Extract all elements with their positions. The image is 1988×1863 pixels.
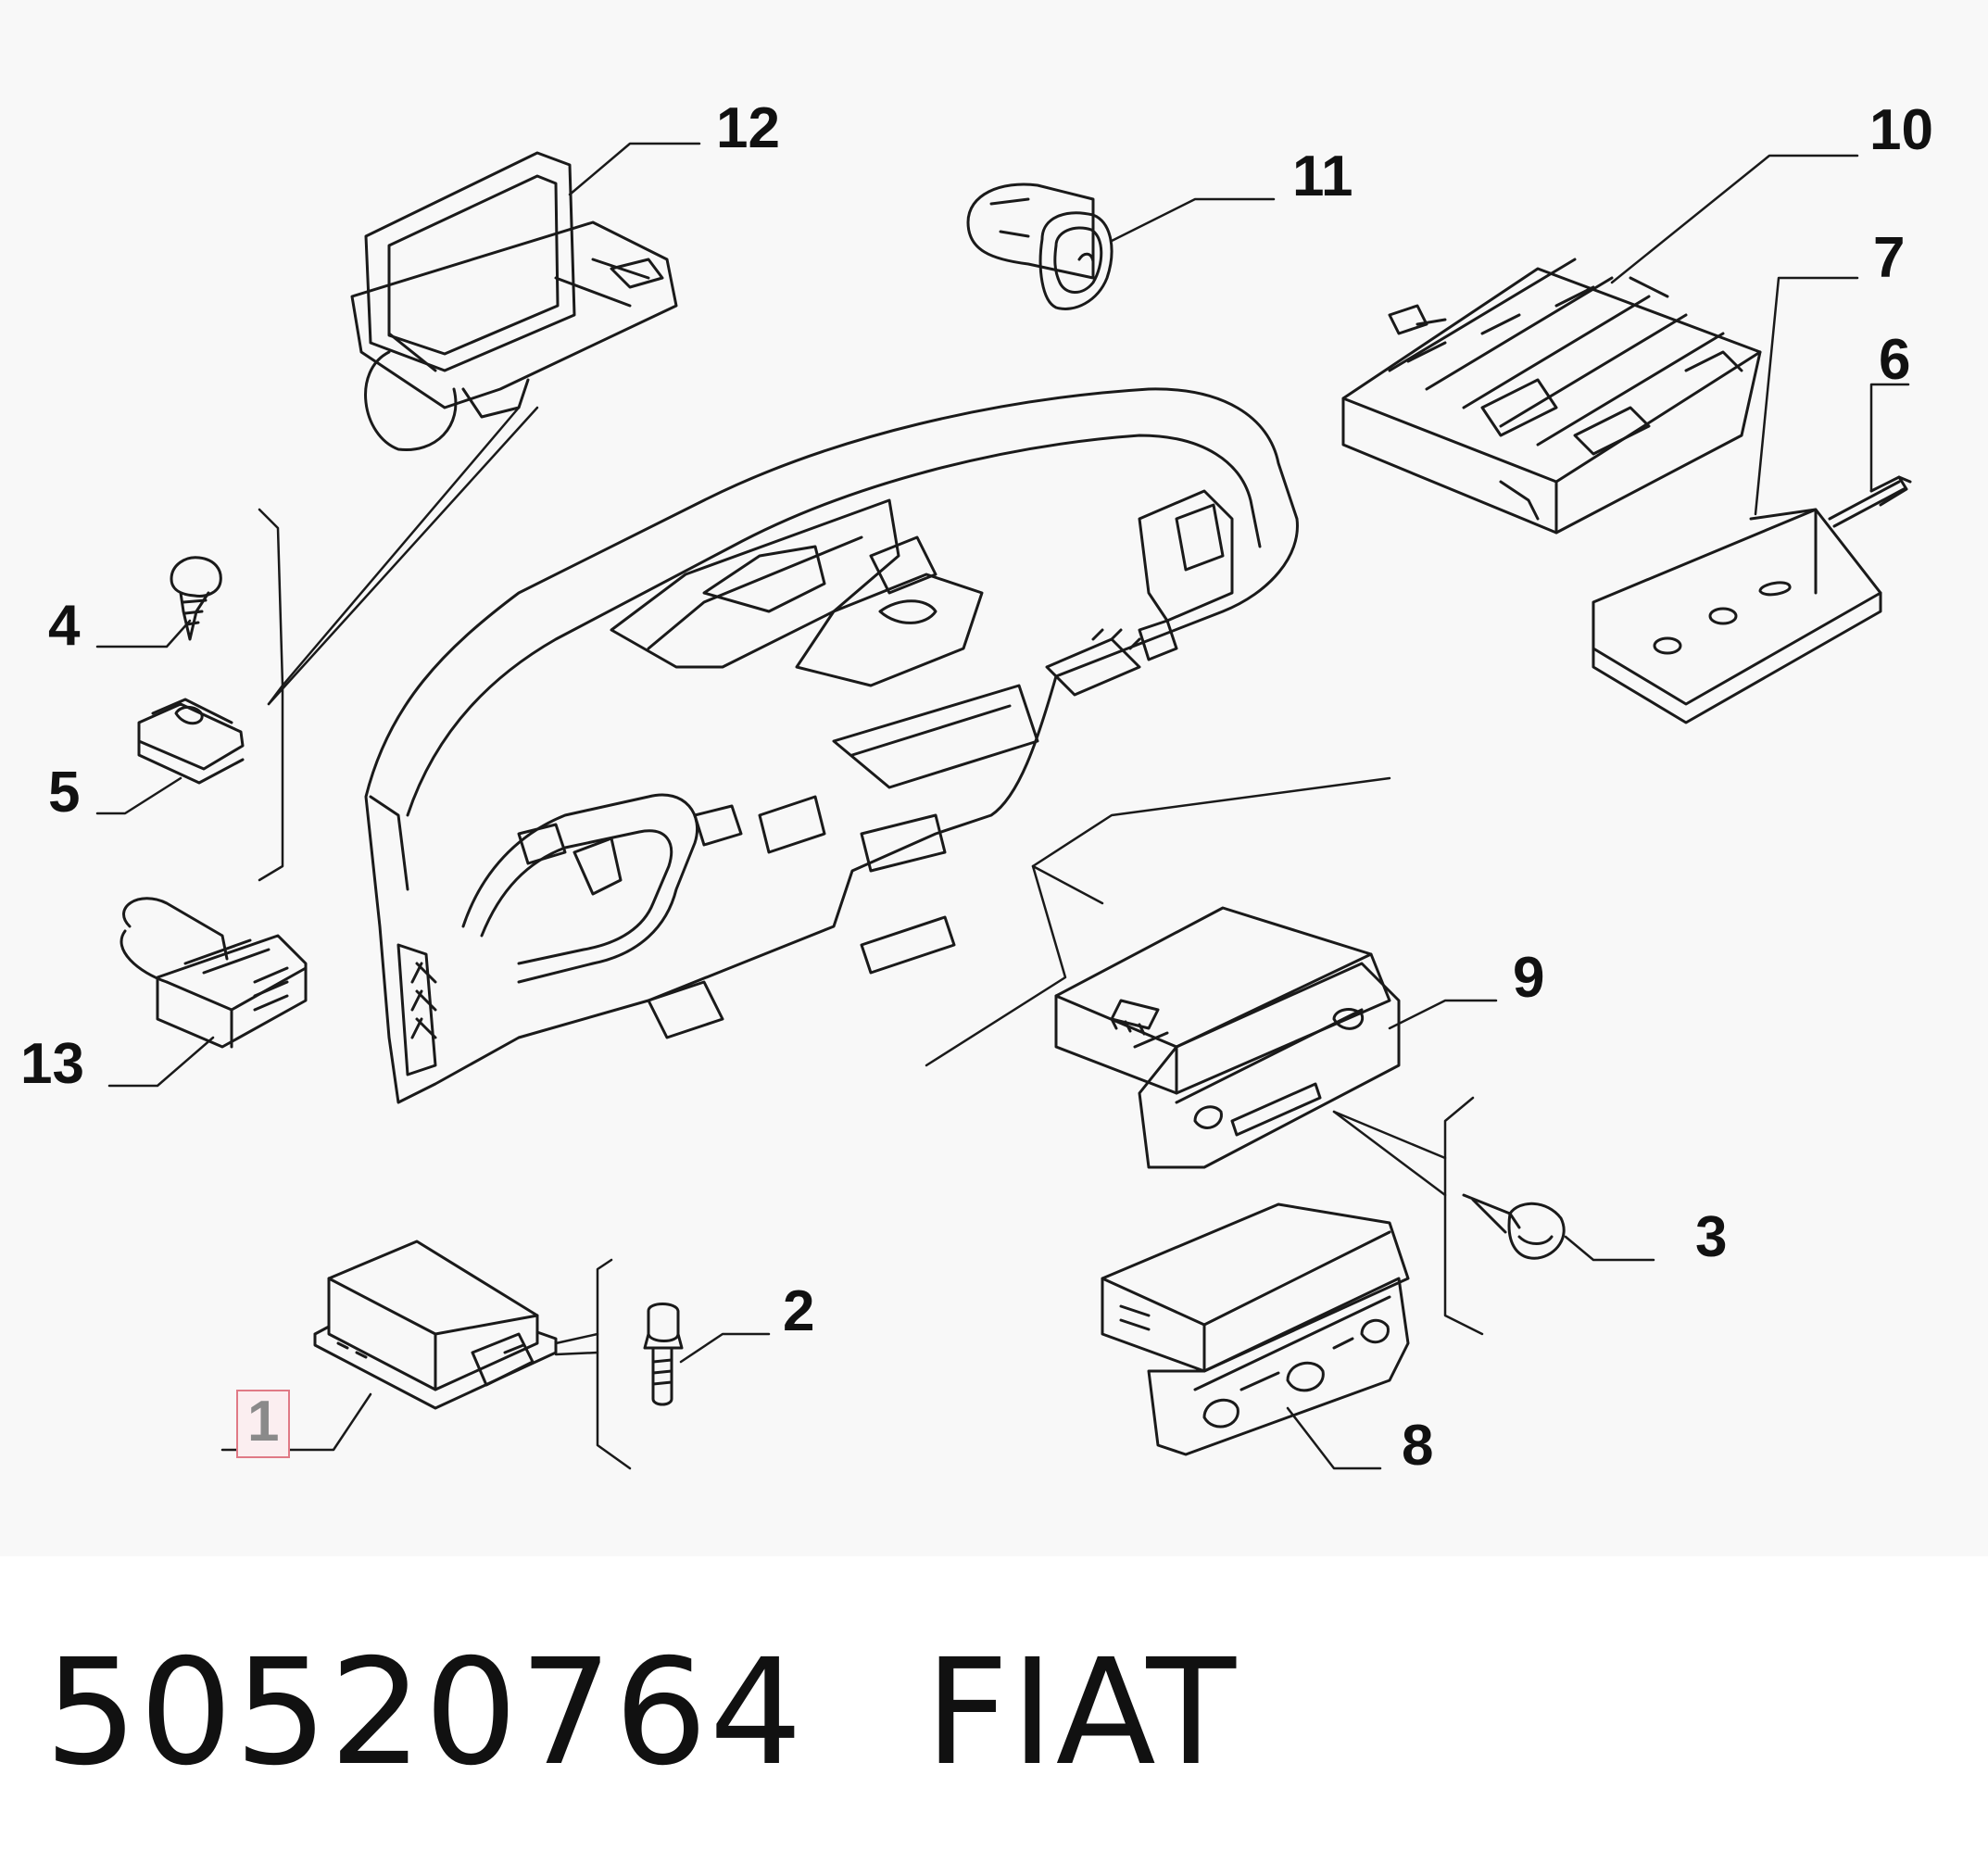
callout-1-highlighted: 1: [236, 1390, 291, 1458]
callout-2: 2: [783, 1279, 815, 1343]
part-3-screw: [1462, 1193, 1566, 1260]
part-8-control-unit: [1101, 1202, 1410, 1456]
callout-3: 3: [1695, 1205, 1728, 1269]
part-1-control-module: [313, 1240, 558, 1410]
callout-10: 10: [1869, 98, 1933, 162]
part-6-stud: [1828, 475, 1912, 528]
part-2-bolt: [643, 1303, 684, 1406]
exploded-view-drawing: [95, 142, 1912, 1470]
brand-name: FIAT: [925, 1628, 1239, 1798]
diagram-background: [0, 0, 1988, 1556]
callout-6: 6: [1879, 328, 1911, 392]
callout-13: 13: [20, 1032, 84, 1096]
part-4-screw: [170, 556, 222, 641]
part-number: 50520764: [44, 1628, 805, 1798]
callout-5: 5: [48, 761, 81, 825]
dashboard-panel: [364, 387, 1299, 1104]
part-13-wiring-harness: [120, 897, 308, 1049]
part-9-radio-unit: [1054, 906, 1401, 1169]
part-10-control-unit: [1341, 258, 1762, 535]
callout-11: 11: [1292, 145, 1353, 208]
callout-7: 7: [1873, 226, 1906, 290]
part-11-switch: [966, 183, 1114, 310]
part-5-clip: [137, 698, 245, 785]
part-12-display-screen: [350, 151, 678, 452]
callout-4: 4: [48, 594, 81, 658]
callout-8: 8: [1402, 1414, 1434, 1478]
part-7-bracket: [1592, 508, 1882, 724]
callout-12: 12: [716, 96, 780, 160]
callout-9: 9: [1513, 946, 1545, 1010]
